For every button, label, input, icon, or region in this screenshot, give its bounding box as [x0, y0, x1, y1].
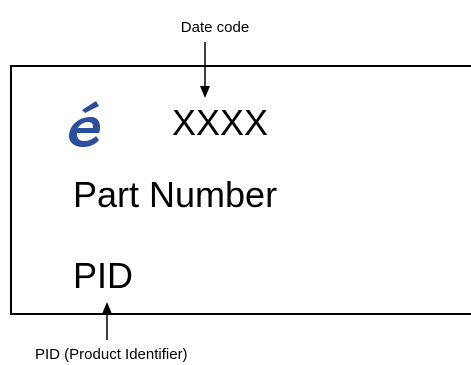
product-label	[10, 65, 471, 315]
accented-e-logo-icon	[65, 98, 109, 148]
pid-annotation: PID (Product Identifier)	[35, 346, 188, 363]
date-code-value: XXXX	[172, 102, 269, 143]
date-code-annotation: Date code	[180, 19, 250, 36]
pid-value: PID	[73, 255, 134, 296]
part-number-text: Part Number	[73, 174, 278, 215]
